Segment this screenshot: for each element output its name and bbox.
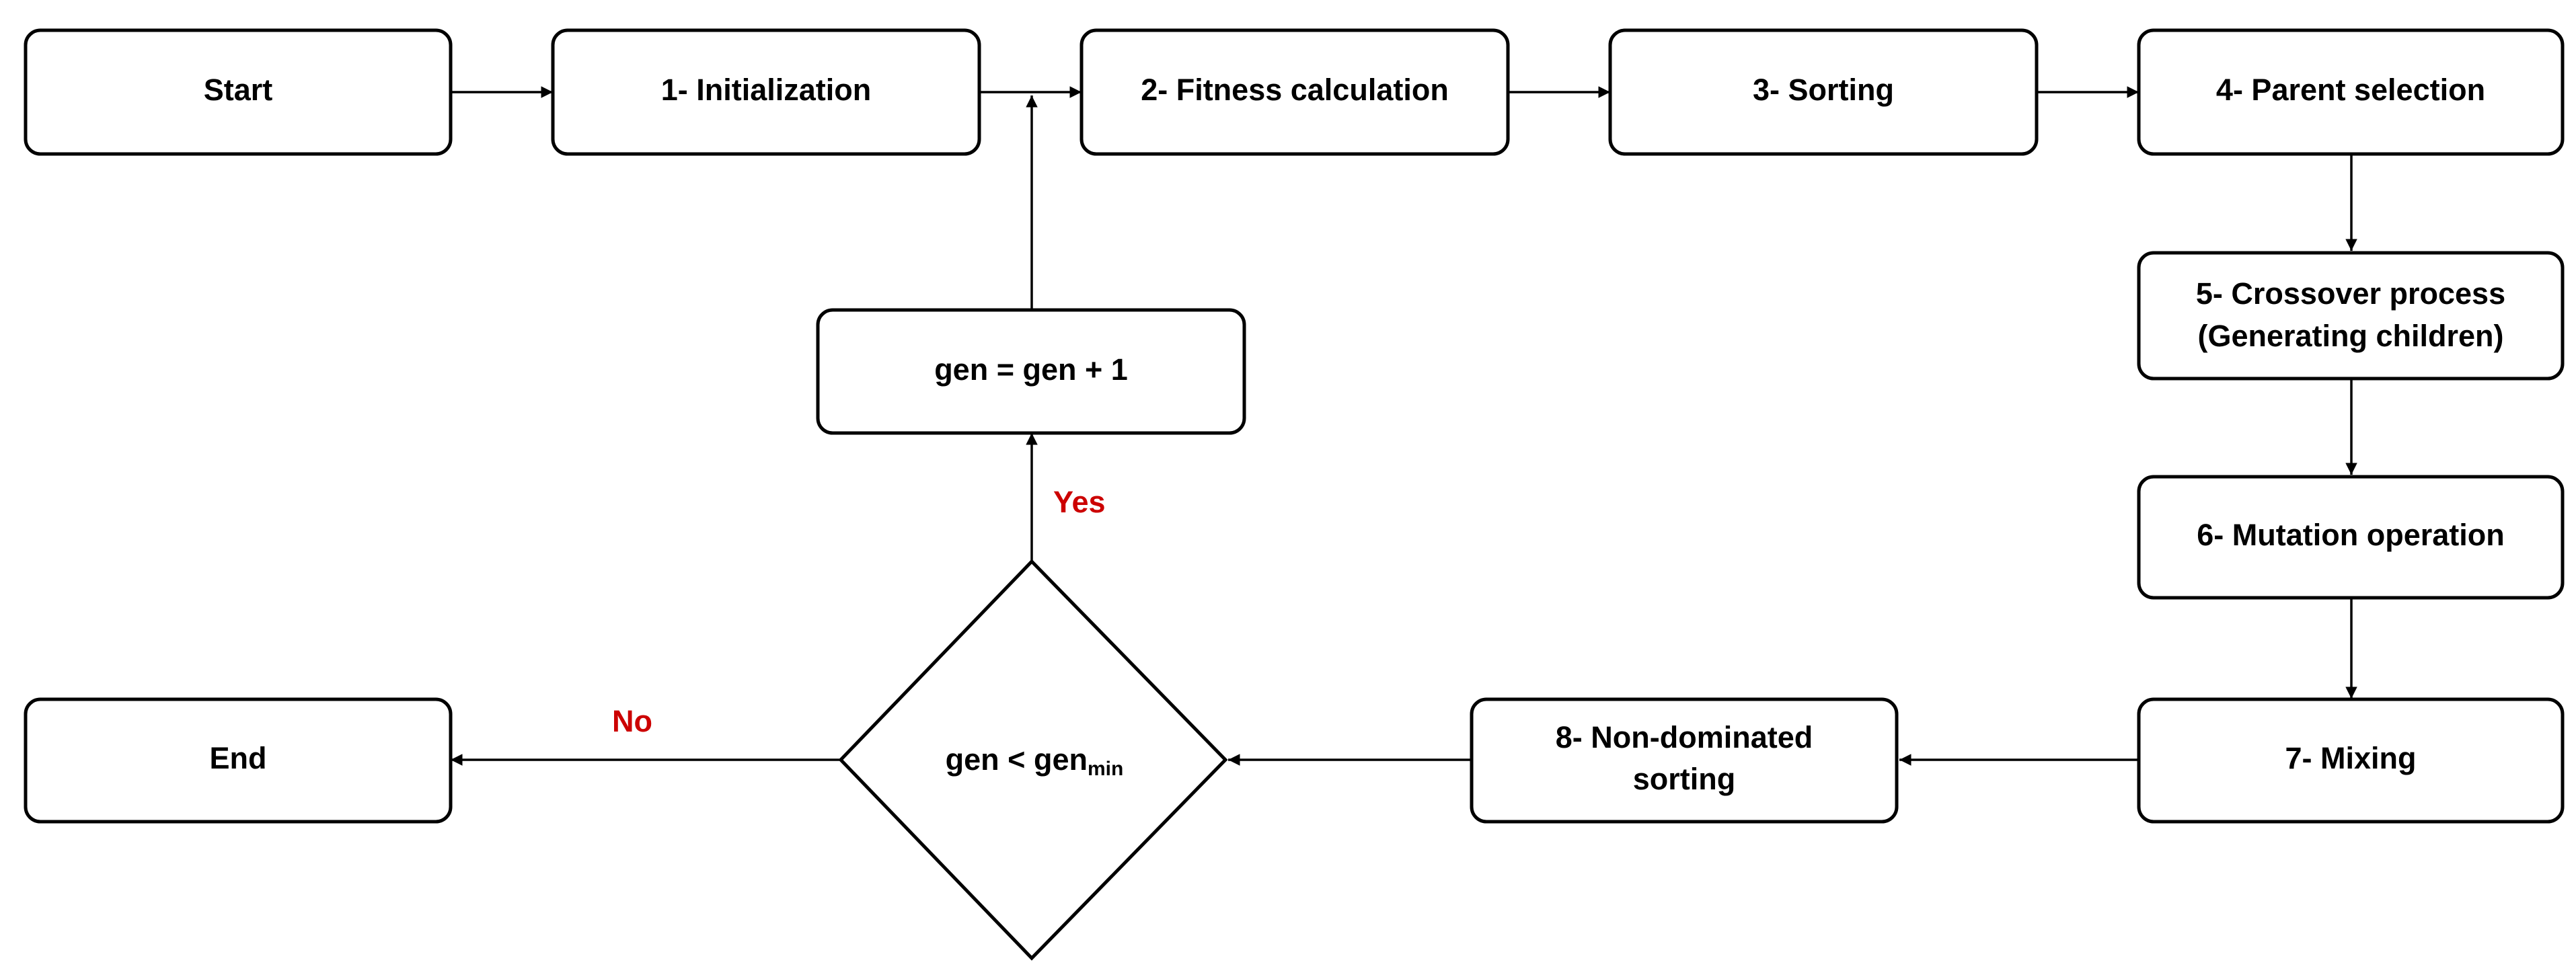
node-fitness-calculation-label: 2- Fitness calculation <box>1141 73 1449 107</box>
node-mixing-label: 7- Mixing <box>2285 741 2416 775</box>
node-fitness-calculation: 2- Fitness calculation <box>1079 28 1510 156</box>
node-nondom-line1: 8- Non-dominated <box>1556 720 1813 754</box>
node-nondom-line2: sorting <box>1633 762 1736 796</box>
node-mutation-operation: 6- Mutation operation <box>2137 475 2565 600</box>
node-initialization: 1- Initialization <box>551 28 981 156</box>
node-initialization-label: 1- Initialization <box>661 73 872 107</box>
node-start: Start <box>24 28 453 156</box>
node-mutation-operation-label: 6- Mutation operation <box>2197 518 2504 552</box>
node-decision-label: gen < genmin <box>946 742 1124 780</box>
node-end-label: End <box>210 741 267 775</box>
edge-label-no: No <box>612 704 652 738</box>
node-non-dominated-sorting: 8- Non-dominated sorting <box>1470 697 1899 824</box>
node-decision: gen < genmin <box>838 559 1228 961</box>
node-crossover-line2: (Generating children) <box>2197 319 2503 353</box>
node-sorting: 3- Sorting <box>1608 28 2039 156</box>
node-gen-increment: gen = gen + 1 <box>816 308 1246 435</box>
decision-main-text: gen < gen <box>946 742 1088 777</box>
edge-label-yes: Yes <box>1053 485 1106 519</box>
node-mixing: 7- Mixing <box>2137 697 2565 824</box>
node-parent-selection-label: 4- Parent selection <box>2216 73 2485 107</box>
node-crossover-process: 5- Crossover process (Generating childre… <box>2137 251 2565 381</box>
decision-subscript-text: min <box>1088 758 1123 780</box>
node-start-label: Start <box>204 73 273 107</box>
node-crossover-line1: 5- Crossover process <box>2196 276 2505 311</box>
node-sorting-label: 3- Sorting <box>1753 73 1894 107</box>
node-end: End <box>24 697 453 824</box>
node-parent-selection: 4- Parent selection <box>2137 28 2565 156</box>
node-gen-increment-label: gen = gen + 1 <box>934 352 1128 387</box>
